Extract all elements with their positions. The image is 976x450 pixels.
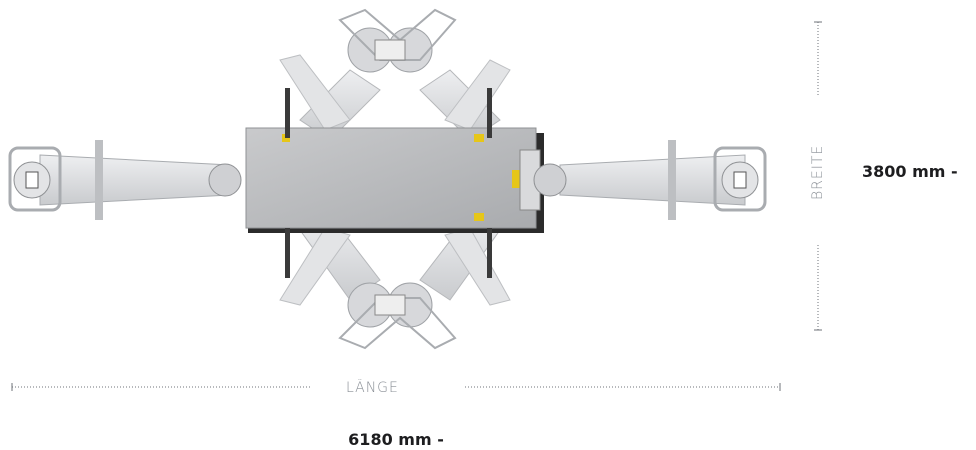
arm-lower-left [279, 214, 381, 306]
arm-upper-right [419, 59, 511, 141]
central-platform [245, 88, 544, 278]
arm-right [533, 140, 767, 220]
arm-upper-left [279, 54, 381, 141]
width-dimension-line [814, 21, 822, 331]
arm-left [8, 140, 242, 220]
lift-head-top [338, 8, 457, 73]
width-label: BREITE [810, 144, 826, 200]
width-value: 3800 mm - [862, 162, 958, 181]
lift-head-bottom [338, 282, 457, 350]
length-value: 6180 mm - [348, 430, 444, 449]
length-label: LÄNGE [346, 380, 399, 396]
length-dimension-line [11, 383, 781, 391]
